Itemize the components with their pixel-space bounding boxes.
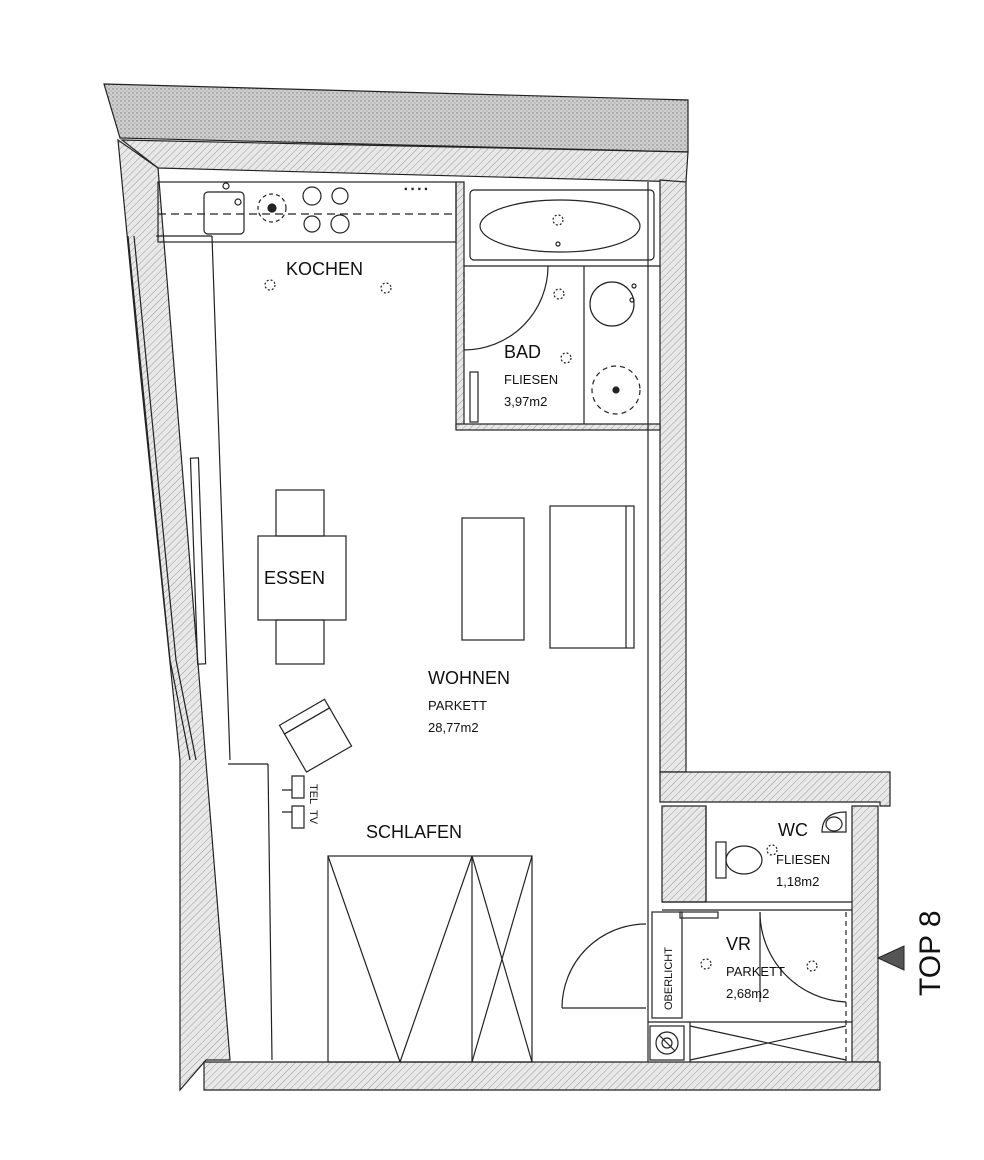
sofa-part-2 — [549, 505, 635, 649]
bath-wall-left — [455, 181, 465, 429]
vr-label: VR — [726, 934, 751, 954]
right-wall-lower — [851, 805, 879, 1063]
essen-label: ESSEN — [264, 568, 325, 588]
armchair — [278, 698, 353, 773]
tel-label: TEL — [307, 784, 319, 804]
exterior-walls — [103, 83, 891, 1092]
unit-label: TOP 8 — [914, 910, 947, 996]
kochen-label: KOCHEN — [286, 259, 363, 279]
tv-label: TV — [307, 810, 319, 825]
wohnen-label: WOHNEN — [428, 668, 510, 688]
living-door-swing — [561, 923, 647, 1009]
washbasin — [589, 281, 635, 327]
window-sill — [189, 457, 207, 665]
living-furniture — [257, 489, 647, 1063]
ceiling-light-1 — [264, 279, 276, 291]
tel-outlet — [282, 775, 305, 799]
window-strip — [127, 235, 191, 761]
bad-area: 3,97m2 — [504, 394, 547, 409]
vr-floor: PARKETT — [726, 964, 785, 979]
wc-basin — [821, 811, 847, 833]
right-step-wall — [659, 771, 891, 807]
interior-walls — [455, 181, 852, 1062]
sink — [203, 191, 245, 235]
hob-burner-3 — [331, 187, 349, 205]
schlafen-label: SCHLAFEN — [366, 822, 462, 842]
wohnen-floor: PARKETT — [428, 698, 487, 713]
oberlicht-label: OBERLICHT — [663, 947, 675, 1010]
bath-door-swing — [463, 265, 549, 351]
wc-floor: FLIESEN — [776, 852, 830, 867]
kitchen-counter: · · · · — [157, 181, 457, 294]
sofa-part-1 — [461, 517, 525, 641]
boiler — [649, 1025, 685, 1061]
shower — [591, 365, 641, 415]
toilet-bowl — [725, 845, 763, 875]
svg-text:· · · ·: · · · · — [404, 183, 428, 195]
tv-outlet — [282, 805, 305, 829]
bad-label: BAD — [504, 342, 541, 362]
bath-wall-bottom — [455, 423, 661, 431]
toilet-tank — [715, 841, 727, 879]
wc-wall-left — [661, 805, 707, 903]
chair-top — [275, 489, 325, 537]
hob-burner-2 — [302, 186, 322, 206]
left-facade-wall — [117, 138, 231, 1092]
right-wall-upper — [659, 179, 687, 773]
bad-floor: FLIESEN — [504, 372, 558, 387]
wc-label: WC — [778, 820, 808, 840]
wc-vr-fixtures — [649, 811, 847, 1062]
bathtub — [469, 189, 655, 261]
chair-bottom — [275, 619, 325, 665]
hob-burner-1 — [257, 193, 287, 223]
bed — [327, 855, 533, 1063]
oberlicht-panel — [651, 911, 683, 1019]
hob-burner-5 — [330, 214, 350, 234]
vr-area: 2,68m2 — [726, 986, 769, 1001]
wohnen-area: 28,77m2 — [428, 720, 479, 735]
entrance-arrow-icon — [876, 945, 905, 971]
bottom-wall — [203, 1061, 881, 1091]
bathroom-fixtures — [463, 189, 655, 423]
window-strip-2 — [133, 235, 197, 761]
entrance-door-swing — [759, 911, 847, 1003]
ceiling-light-2 — [380, 282, 392, 294]
hob-burner-4 — [303, 215, 321, 233]
wc-area: 1,18m2 — [776, 874, 819, 889]
